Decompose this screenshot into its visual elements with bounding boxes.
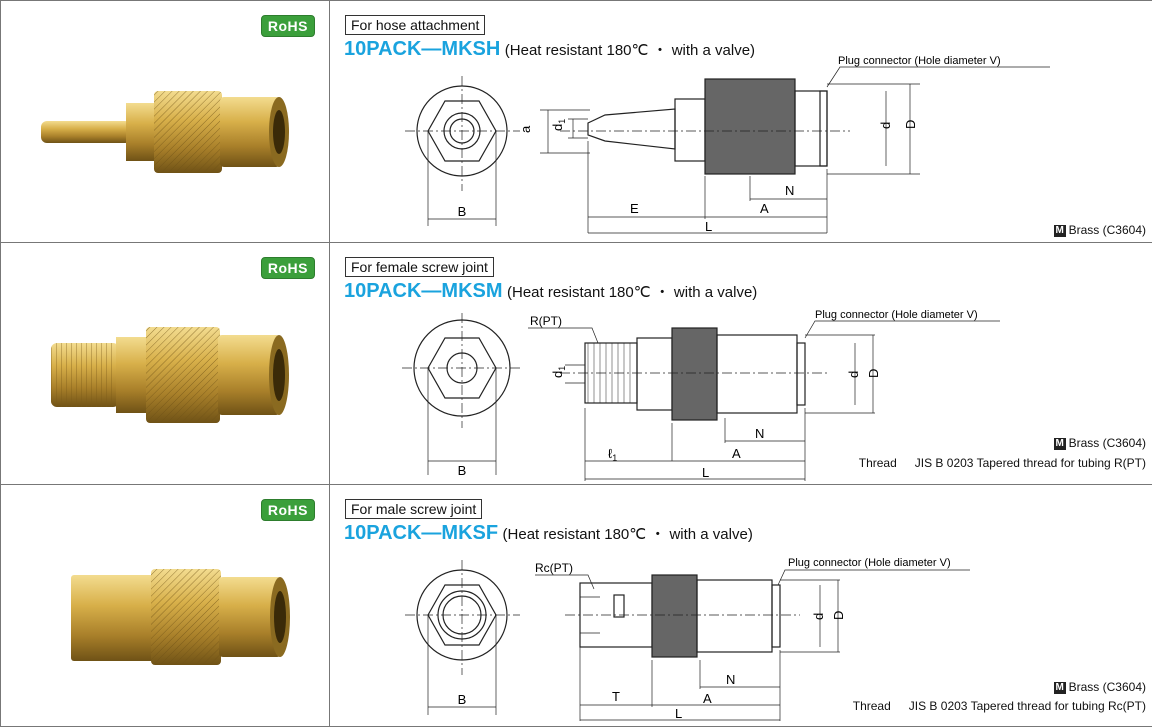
drawing-cell: B <box>330 485 1152 726</box>
rohs-badge: RoHS <box>260 15 315 37</box>
callout-plug-connector: Plug connector (Hole diameter V) <box>788 557 951 569</box>
rohs-badge: RoHS <box>260 499 315 521</box>
usage-label: For male screw joint <box>345 499 483 519</box>
model-description: (Heat resistant 180℃ ・ with a valve) <box>502 526 753 543</box>
product-title: 10PACK—MKSF (Heat resistant 180℃ ・ with … <box>344 522 753 545</box>
dim-d1: d1 <box>550 119 567 131</box>
material-text: Brass (C3604) <box>1068 436 1146 450</box>
dim-A: A <box>703 691 712 706</box>
dim-L: L <box>705 219 712 234</box>
usage-label: For female screw joint <box>345 257 494 277</box>
product-photo-mksf <box>71 569 290 665</box>
thread-standard-note: Thread JIS B 0203 Tapered thread for tub… <box>852 699 1146 713</box>
callout-plug-connector: Plug connector (Hole diameter V) <box>815 309 978 321</box>
dim-A: A <box>732 446 741 461</box>
dimension-drawing-mksf: B <box>405 557 970 721</box>
product-photo-mksh <box>41 91 289 173</box>
callout-plug-connector: Plug connector (Hole diameter V) <box>838 55 1001 67</box>
dim-D: D <box>831 611 846 620</box>
dim-D: D <box>903 120 918 129</box>
product-row-mksh: RoHS <box>0 0 1152 243</box>
model-number: 10PACK—MKSH <box>344 38 501 60</box>
dim-d1: d1 <box>550 366 567 378</box>
model-description: (Heat resistant 180℃ ・ with a valve) <box>504 42 756 59</box>
drawing-cell: B <box>330 243 1152 484</box>
dim-d: d <box>811 613 826 620</box>
material-icon: M <box>1053 224 1066 237</box>
dim-B: B <box>458 692 467 707</box>
drawing-cell: B <box>330 1 1152 242</box>
product-row-mksf: RoHS <box>0 485 1152 727</box>
rohs-badge: RoHS <box>260 257 315 279</box>
dimension-drawing-mksm: B <box>402 309 1000 481</box>
dim-D: D <box>866 369 881 378</box>
model-description: (Heat resistant 180℃ ・ with a valve) <box>507 284 758 301</box>
dim-B: B <box>458 204 467 219</box>
material-text: Brass (C3604) <box>1068 223 1146 237</box>
model-number: 10PACK—MKSM <box>344 280 503 302</box>
dim-d1-subscript: 1 <box>557 366 567 371</box>
dim-d: d <box>846 371 861 378</box>
thread-label: R(PT) <box>530 314 562 328</box>
material-icon: M <box>1053 681 1066 694</box>
dimension-drawing-mksh: B <box>405 55 1050 234</box>
dim-E: E <box>630 201 639 216</box>
dim-d: d <box>878 122 893 129</box>
dim-L: L <box>702 465 709 480</box>
usage-label: For hose attachment <box>345 15 486 35</box>
dim-B: B <box>458 463 467 478</box>
thread-label: Rc(PT) <box>535 561 573 575</box>
model-number: 10PACK—MKSF <box>344 522 499 544</box>
product-title: 10PACK—MKSM (Heat resistant 180℃ ・ with … <box>344 280 757 303</box>
product-photo-cell: RoHS <box>0 243 330 484</box>
thread-standard-note: Thread JIS B 0203 Tapered thread for tub… <box>858 456 1146 470</box>
product-title: 10PACK—MKSH (Heat resistant 180℃ ・ with … <box>344 38 755 61</box>
dim-a: a <box>518 125 533 133</box>
dim-N: N <box>726 672 735 687</box>
dim-l1-subscript: 1 <box>612 453 617 463</box>
dim-l1: ℓ1 <box>608 446 617 463</box>
dim-T: T <box>612 689 620 704</box>
dim-d1-subscript: 1 <box>557 119 567 124</box>
product-row-mksm: RoHS <box>0 243 1152 485</box>
material-icon: M <box>1053 437 1066 450</box>
dim-N: N <box>785 183 794 198</box>
product-photo-mksm <box>51 327 289 423</box>
dim-N: N <box>755 426 764 441</box>
dim-A: A <box>760 201 769 216</box>
material-text: Brass (C3604) <box>1068 680 1146 694</box>
product-photo-cell: RoHS <box>0 1 330 242</box>
product-photo-cell: RoHS <box>0 485 330 726</box>
dim-L: L <box>675 706 682 721</box>
